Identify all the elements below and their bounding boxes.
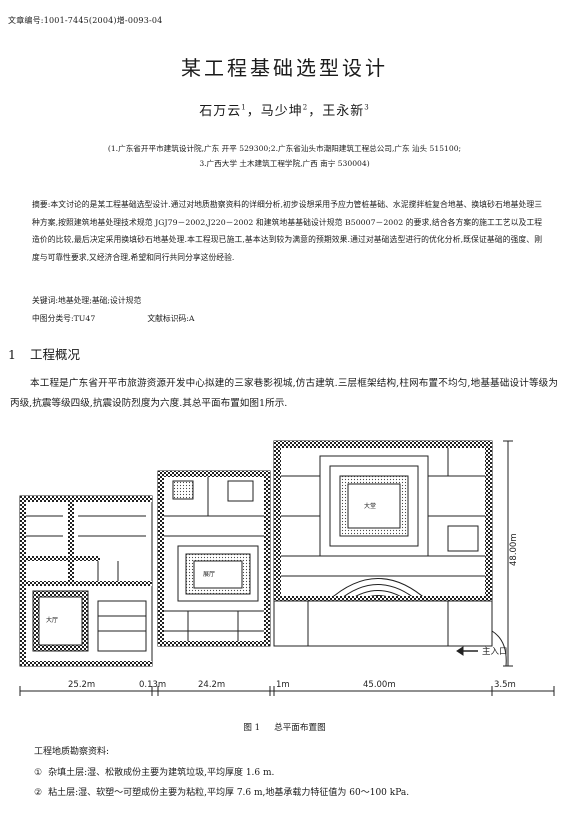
- list-marker: ①: [34, 768, 43, 778]
- entrance-label: 主入口: [482, 646, 508, 657]
- author-affil-mark: 1: [241, 103, 247, 112]
- room-label: 大堂: [364, 502, 376, 510]
- dim-label: 45.00m: [363, 680, 396, 690]
- list-item: ① 杂填土层:湿、松散成份主要为建筑垃圾,平均厚度 1.6 m.: [34, 765, 274, 778]
- article-number: 文章编号:1001-7445(2004)增-0093-04: [8, 16, 163, 25]
- height-dim-label: 48.00m: [509, 533, 519, 566]
- author-name: 马少坤: [260, 104, 303, 119]
- dim-label: 25.2m: [68, 680, 95, 690]
- dim-label: 1m: [276, 680, 290, 690]
- list-marker: ②: [34, 788, 43, 798]
- middle-building: [157, 470, 271, 647]
- affiliation-line: (1.广东省开平市建筑设计院,广东 开平 529300;2.广东省汕头市潮阳建筑…: [107, 144, 462, 153]
- author-separator: ，: [308, 104, 323, 119]
- keywords: 关键词:地基处理;基础;设计规范: [32, 296, 142, 305]
- entrance-arrow: [456, 646, 478, 656]
- abstract: 摘要:本文讨论的是某工程基础选型设计.通过对地质勘察资料的详细分析,初步设想采用…: [32, 200, 542, 262]
- author-affil-mark: 2: [302, 103, 309, 112]
- dim-label: 3.5m: [494, 680, 516, 690]
- author-name: 王永新: [322, 104, 365, 119]
- clc-number: 中图分类号:TU47: [32, 314, 96, 323]
- author-list: 石万云1，马少坤2，王永新3: [0, 100, 569, 119]
- west-building: [19, 495, 153, 667]
- affiliation-line: 3.广西大学 土木建筑工程学院,广西 南宁 530004): [199, 159, 370, 168]
- room-label: 大厅: [46, 616, 58, 624]
- figure-caption: 图 1 总平面布置图: [0, 721, 569, 733]
- classification: 中图分类号:TU47 文献标识码:A: [32, 313, 195, 324]
- author-separator: ，: [246, 104, 261, 119]
- author-name: 石万云: [199, 104, 242, 119]
- document-code: 文献标识码:A: [147, 314, 195, 323]
- section-number: 1: [8, 347, 16, 362]
- room-label: 展厅: [203, 571, 215, 578]
- section-title: 工程概况: [29, 347, 80, 362]
- dimension-line: [19, 686, 555, 696]
- paper-title: 某工程基础选型设计: [181, 56, 388, 80]
- list-item: ② 粘土层:湿、软塑～可塑成份主要为粘粒,平均厚 7.6 m,地基承载力特征值为 …: [34, 785, 409, 798]
- figure-number: 图 1: [243, 723, 261, 733]
- east-building: [273, 440, 507, 667]
- list-item-text: 杂填土层:湿、松散成份主要为建筑垃圾,平均厚度 1.6 m.: [48, 768, 275, 778]
- list-item-text: 粘土层:湿、软塑～可塑成份主要为粘粒,平均厚 7.6 m,地基承载力特征值为 6…: [48, 788, 410, 798]
- site-plan-figure: 25.2m 0.13m 24.2m 1m 45.00m 3.5m 48.00m …: [19, 440, 555, 696]
- dim-label: 24.2m: [198, 680, 225, 690]
- height-dimension: [503, 440, 513, 667]
- dim-label: 0.13m: [139, 680, 166, 690]
- figure-caption-text: 总平面布置图: [274, 723, 326, 733]
- author-affil-mark: 3: [364, 103, 370, 112]
- body-paragraph: 本工程是广东省开平市旅游资源开发中心拟建的三家巷影视城,仿古建筑.三层框架结构,…: [10, 378, 558, 409]
- affiliations: (1.广东省开平市建筑设计院,广东 开平 529300;2.广东省汕头市潮阳建筑…: [20, 141, 549, 171]
- survey-heading: 工程地质勘察资料:: [34, 747, 110, 757]
- section-heading: 1 工程概况: [8, 344, 80, 363]
